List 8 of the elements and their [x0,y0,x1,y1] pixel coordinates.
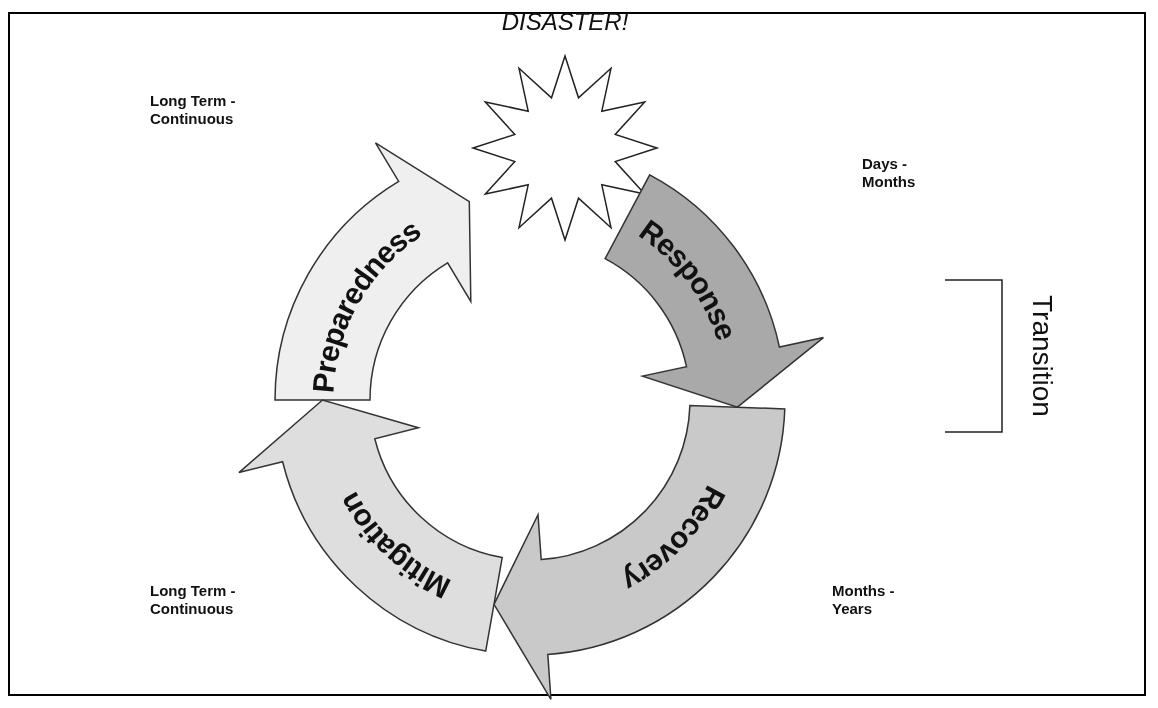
duration-note: Days - Months [862,155,917,191]
duration-note: Months - Years [832,582,896,618]
duration-note: Long Term - Continuous [150,582,237,618]
duration-note: Long Term - Continuous [150,92,237,128]
bracket-label: Transition [1026,295,1058,417]
cycle-segment [604,174,825,408]
cycle-segment [238,399,503,652]
cycle-segment [493,404,786,701]
